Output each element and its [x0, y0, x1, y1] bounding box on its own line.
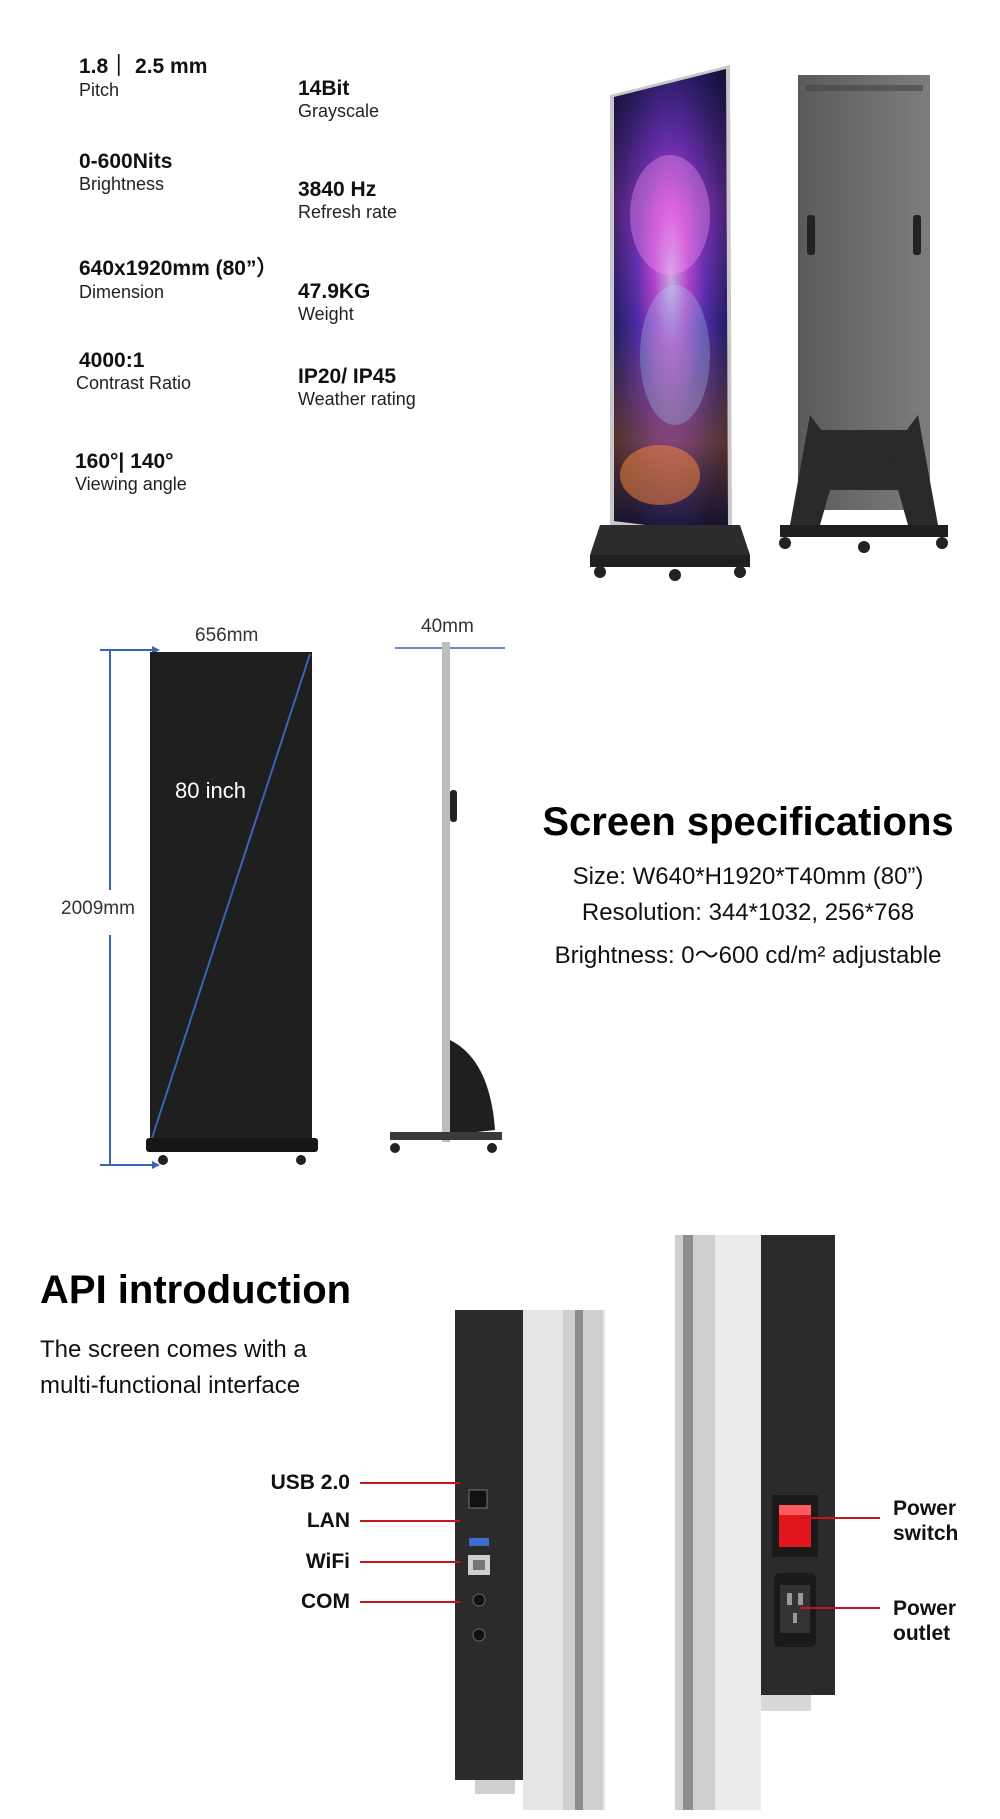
back-unit — [779, 75, 948, 553]
spec-value: 3840 Hz — [298, 178, 377, 201]
power-outlet-line-2: outlet — [893, 1622, 951, 1645]
product-front-back-illustration — [590, 65, 948, 581]
spec-label: Refresh rate — [298, 202, 398, 222]
spec-label: Brightness — [79, 174, 165, 194]
power-outlet-label: Power outlet — [893, 1596, 956, 1646]
power-switch-label: Power switch — [893, 1496, 958, 1546]
spec-value: IP20/ IP45 — [298, 365, 397, 388]
spec-value: 14Bit — [298, 77, 350, 100]
spec-label: Viewing angle — [75, 474, 187, 494]
dimension-depth-label: 40mm — [421, 616, 474, 637]
dimension-width-label: 656mm — [195, 625, 259, 646]
spec-value: 640x1920mm (80”） — [79, 257, 278, 280]
spec-viewing-angle: 160°| 140° Viewing angle — [75, 450, 187, 495]
spec-value: 1.8｜ 2.5 mm — [79, 55, 208, 78]
port-panel-illustration — [455, 1310, 605, 1810]
spec-label: Dimension — [79, 282, 165, 302]
dimension-height-label: 2009mm — [61, 898, 135, 919]
spec-contrast: 4000:1 Contrast Ratio — [76, 349, 192, 394]
front-unit — [590, 65, 750, 581]
spec-grayscale: 14Bit Grayscale — [298, 77, 379, 122]
spec-brightness-line: Brightness: 0～600 cd/m² adjustable — [554, 942, 942, 969]
dimension-drawing — [100, 642, 505, 1169]
port-usb-label: USB 2.0 — [270, 1471, 350, 1494]
port-callout-lines — [360, 1482, 460, 1603]
spec-label: Weather rating — [298, 389, 416, 409]
diagonal-size-label: 80 inch — [175, 778, 246, 803]
port-wifi-label: WiFi — [305, 1550, 350, 1573]
api-title: API introduction — [40, 1268, 352, 1312]
spec-value: 0-600Nits — [79, 150, 173, 173]
power-switch-line-1: Power — [893, 1497, 957, 1520]
spec-size-line: Size: W640*H1920*T40mm (80”) — [572, 863, 924, 890]
spec-dimension: 640x1920mm (80”） Dimension — [79, 252, 277, 303]
power-outlet-line-1: Power — [893, 1597, 957, 1620]
power-callout-lines — [800, 1517, 880, 1609]
api-description-line-1: The screen comes with a — [40, 1336, 307, 1363]
port-lan-label: LAN — [306, 1509, 350, 1532]
spec-pitch: 1.8｜ 2.5 mm Pitch — [79, 50, 207, 101]
spec-value: 160°| 140° — [75, 450, 174, 473]
screen-specifications-title: Screen specifications — [542, 800, 954, 844]
spec-label: Weight — [298, 304, 354, 324]
spec-weight: 47.9KG Weight — [298, 280, 370, 325]
spec-label: Contrast Ratio — [76, 373, 192, 393]
spec-value: 47.9KG — [298, 280, 371, 303]
power-switch-line-2: switch — [893, 1522, 959, 1545]
spec-label: Grayscale — [298, 101, 380, 121]
port-com-label: COM — [301, 1590, 350, 1613]
spec-label: Pitch — [79, 80, 120, 100]
spec-resolution-line: Resolution: 344*1032, 256*768 — [581, 899, 915, 926]
spec-weather-rating: IP20/ IP45 Weather rating — [298, 365, 416, 410]
power-panel-illustration — [675, 1235, 835, 1810]
screen-specifications-block: Screen specifications Size: W640*H1920*T… — [508, 800, 988, 970]
spec-brightness: 0-600Nits Brightness — [79, 150, 172, 195]
spec-refresh-rate: 3840 Hz Refresh rate — [298, 178, 397, 223]
spec-value: 4000:1 — [79, 349, 145, 372]
api-description-line-2: multi-functional interface — [40, 1372, 301, 1399]
